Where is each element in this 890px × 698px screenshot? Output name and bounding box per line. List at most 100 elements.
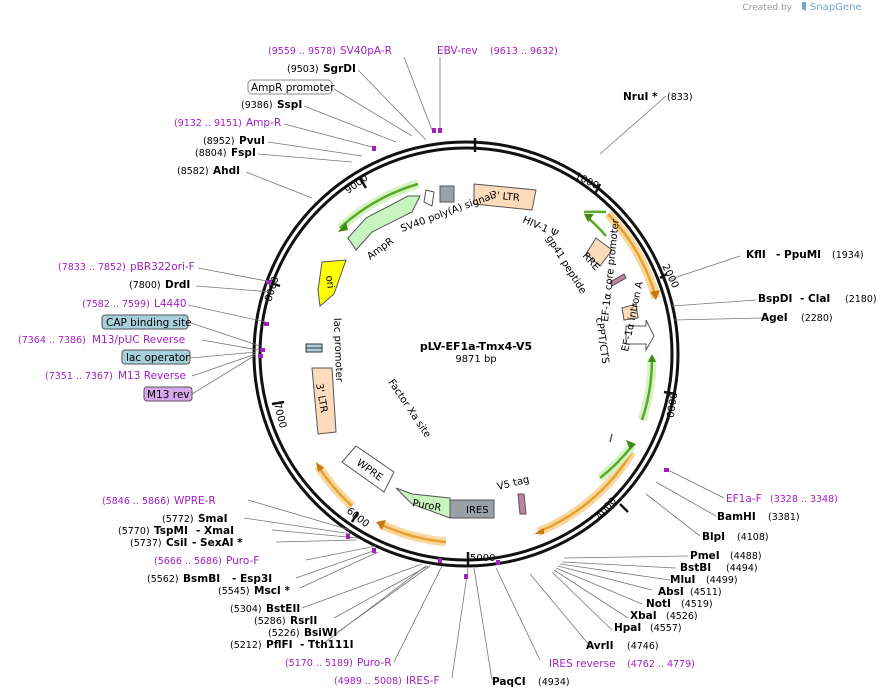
- ampr-label: AmpR: [365, 236, 396, 262]
- v5-tag-label: V5 tag: [496, 474, 530, 493]
- pbr322-name: pBR322ori-F: [130, 261, 195, 273]
- absi-name: AbsI: [658, 586, 684, 598]
- sv40-box: [439, 185, 455, 203]
- mlui-name: MluI: [670, 574, 695, 586]
- brand-name: SnapGene: [810, 2, 862, 13]
- v5-tag-box: [517, 493, 527, 515]
- paqci-pos: (4934): [538, 677, 570, 688]
- mlui-pos: (4499): [706, 575, 738, 586]
- iresrev-name: IRES reverse: [549, 658, 616, 670]
- l4440-name: L4440: [154, 298, 187, 310]
- hpai-pos: (4557): [650, 623, 682, 634]
- xbai-pos: (4526): [666, 611, 698, 622]
- backbone-outer: [252, 140, 680, 568]
- sgrdi-name: SgrDI: [323, 63, 356, 75]
- gp41-box: [609, 273, 627, 287]
- ampr-promoter-box: [423, 189, 435, 207]
- blpi-pos: (4108): [737, 532, 769, 543]
- cppt-label: cPPT/CTS: [593, 317, 610, 365]
- ori-arrow: [317, 259, 347, 307]
- pflfi-pos: (5212): [230, 640, 262, 651]
- ires-label: IRES: [466, 505, 489, 516]
- position-ticks: [267, 138, 677, 566]
- primer-markers: [258, 128, 669, 579]
- m13rev-tag: [143, 386, 193, 402]
- bstbi-name: BstBI: [680, 562, 711, 574]
- smai-pos: (5772): [162, 514, 194, 525]
- leader-lines: [187, 56, 763, 681]
- absi-pos: (4511): [690, 587, 722, 598]
- sspi-pos: (9386): [241, 100, 273, 111]
- paqci-name: PaqCI: [492, 676, 526, 688]
- bstbi-pos: (4494): [726, 563, 758, 574]
- bsmbi-pos: (5562): [147, 574, 179, 585]
- ppumi-name: - PpuMI: [776, 249, 821, 261]
- pvui-pos: (8952): [203, 136, 235, 147]
- cap-text: CAP binding site: [106, 317, 192, 329]
- tick-3000: 3000: [663, 392, 677, 419]
- csii-name: CsiI: [166, 537, 187, 549]
- nrui-name: NruI *: [623, 91, 658, 103]
- fspi-name: FspI: [231, 147, 256, 159]
- iresf-name: IRES-F: [406, 675, 440, 687]
- ampr-promoter-tag: [247, 79, 333, 95]
- l4440-pos: (7582 .. 7599): [82, 299, 150, 310]
- rre-box: [585, 237, 613, 267]
- snapgene-watermark: Created by SnapGene: [742, 2, 862, 13]
- iresf-pos: (4989 .. 5008): [334, 676, 402, 687]
- csii-pos: (5737): [130, 538, 162, 549]
- wprer-name: WPRE-R: [174, 495, 216, 507]
- bsteii-name: BstEII: [266, 603, 300, 615]
- xmai-name: - XmaI: [196, 525, 234, 537]
- pmei-name: PmeI: [690, 550, 720, 562]
- iresrev-pos: (4762 .. 4779): [627, 659, 695, 670]
- rsrii-pos: (5286): [254, 616, 286, 627]
- ampr-promoter-text: AmpR promoter: [251, 82, 335, 94]
- bspdi-pos: (2180): [845, 294, 877, 305]
- m13rev-primer-pos: (7351 .. 7367): [45, 371, 113, 382]
- labels-left-middle: (7833 .. 7852) pBR322ori-F (7800) DrdI (…: [18, 261, 195, 402]
- nrui-pos: (833): [667, 92, 693, 103]
- pmei-pos: (4488): [730, 551, 762, 562]
- bamhi-pos: (3381): [768, 512, 800, 523]
- ltr-left-label: 3' LTR: [313, 383, 329, 414]
- wprer-pos: (5846 .. 5866): [102, 496, 170, 507]
- orange-arc-gag-line: [607, 213, 658, 299]
- wpre-box: [341, 445, 395, 493]
- bsteii-pos: (5304): [230, 604, 262, 615]
- ltr-left-box: [311, 367, 337, 435]
- smai-name: SmaI: [198, 513, 228, 525]
- ltr-top-arrow: [473, 183, 537, 211]
- sgrdi-pos: (9503): [287, 64, 319, 75]
- avrii-name: AvrII: [586, 640, 614, 652]
- gp41-label: gp41 peptide: [543, 234, 588, 296]
- agei-name: AgeI: [761, 312, 788, 324]
- avrii-pos: (4746): [627, 641, 659, 652]
- xbai-name: XbaI: [630, 610, 657, 622]
- cppt-box: [621, 303, 639, 321]
- pvui-name: PvuI: [239, 135, 265, 147]
- sexai-name: - SexAI *: [192, 537, 243, 549]
- tspmi-pos: (5770): [118, 526, 150, 537]
- plasmid-size: 9871 bp: [455, 354, 496, 365]
- bsiwi-pos: (5226): [268, 628, 300, 639]
- m13rev-primer-name: M13 Reverse: [118, 370, 186, 382]
- drdi-name: DrdI: [165, 279, 190, 291]
- sv40par-pos: (9559 .. 9578): [268, 46, 336, 57]
- ori-label: ori: [323, 275, 336, 289]
- bspdi-name: BspDI: [758, 293, 792, 305]
- pflfi-name: PflFI: [266, 639, 293, 651]
- factorxa-label: Factor Xa site: [386, 378, 433, 441]
- blpi-name: BlpI: [702, 531, 725, 543]
- hpai-name: HpaI: [614, 622, 641, 634]
- ahdi-name: AhdI: [213, 165, 240, 177]
- kfli-name: KflI: [746, 249, 766, 261]
- ahdi-pos: (8582): [177, 166, 209, 177]
- msci-pos: (5545): [218, 586, 250, 597]
- labels-right: NruI * (833) KflI - PpuMI (1934) BspDI -…: [492, 91, 877, 688]
- purof-pos: (5666 .. 5686): [154, 556, 222, 567]
- msci-name: MscI *: [254, 585, 290, 597]
- puror-label: PuroR: [411, 498, 442, 514]
- labels-left-top: (9559 .. 9578) SV40pA-R EBV-rev (9613 ..…: [174, 45, 558, 177]
